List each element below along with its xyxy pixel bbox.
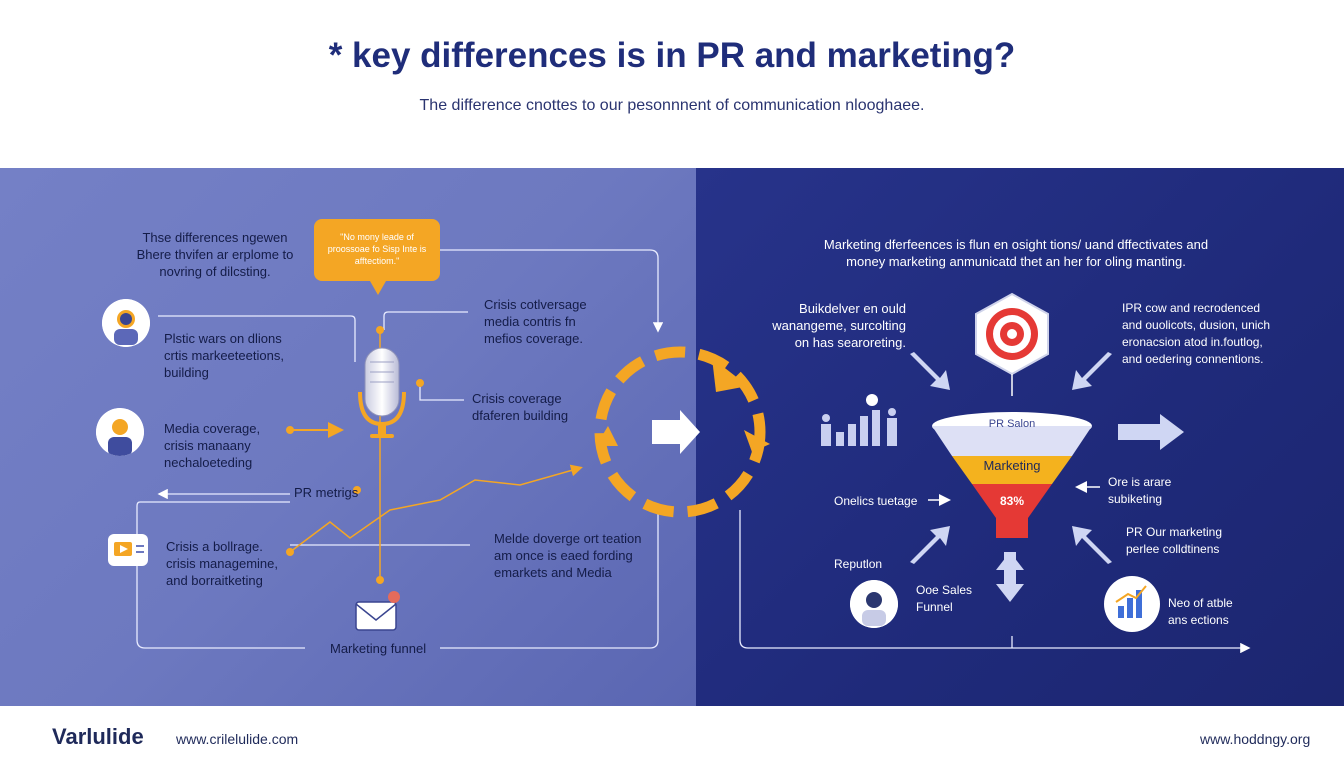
bottom-bracket [739, 510, 1251, 654]
right-intro: Marketing dferfeences is flun en osight … [823, 237, 1209, 269]
page-title: * key differences is in PR and marketing… [328, 36, 1016, 75]
person-icon [850, 580, 898, 628]
brand-name: Varlulide [52, 724, 144, 749]
analytics-icon [1104, 576, 1160, 632]
audience-chart-icon [821, 394, 897, 446]
page-subtitle: The difference cnottes to our pesonnnent… [419, 97, 925, 114]
marketing-funnel [932, 412, 1092, 538]
footer-link-right[interactable]: www.hoddngy.org [1200, 731, 1311, 747]
quote-bubble: "No mony leade of proossoae fo Sisp Inte… [314, 219, 440, 281]
microphone-icon [358, 347, 406, 438]
marketing-funnel-label: Marketing funnel [330, 641, 427, 656]
bubble-tail [370, 281, 386, 295]
funnel-mid-label: Marketing [983, 458, 1041, 473]
target-icon [975, 292, 1049, 396]
funnel-bottom-label: 83% [999, 494, 1025, 508]
footer-link-left[interactable]: www.crilelulide.com [176, 731, 299, 747]
header [0, 0, 1344, 168]
funnel-arrows [910, 352, 1184, 602]
pr-metrics-label: PR metrigs [294, 485, 359, 500]
pr-item-3: Crisis a bollrage.crisis managemine,and … [166, 539, 278, 588]
footer [0, 706, 1344, 768]
avatar [850, 580, 898, 628]
person-icon [102, 299, 150, 347]
avatar [102, 299, 150, 347]
avatar [96, 408, 144, 456]
onelics-label: Onelics tuetage [834, 494, 918, 508]
funnel-top-label: PR Salon [988, 418, 1036, 430]
reputation-label: Reputlon [834, 557, 883, 571]
person-icon [96, 408, 144, 456]
small-arrows [928, 481, 1100, 506]
cycle-icon [594, 346, 770, 518]
envelope-icon [355, 591, 400, 631]
video-chat-icon [108, 534, 148, 566]
